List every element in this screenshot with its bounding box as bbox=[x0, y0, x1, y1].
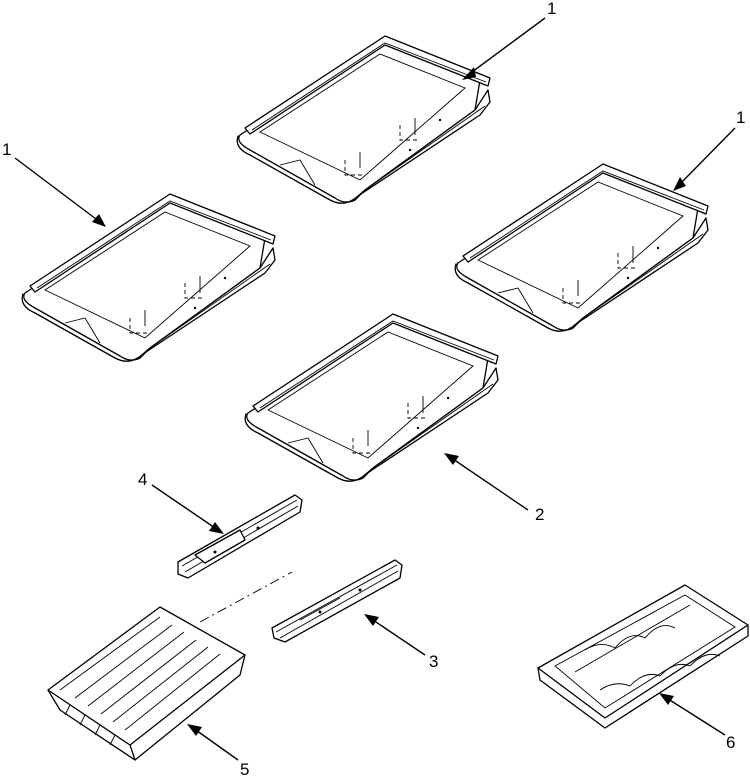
callout-3: 3 bbox=[429, 652, 438, 671]
shelf-left bbox=[21, 193, 276, 362]
shelf-top-center bbox=[236, 35, 491, 204]
leader-4 bbox=[151, 484, 219, 531]
slide-rail-upper bbox=[177, 494, 303, 579]
leader-1-right bbox=[677, 127, 736, 187]
slide-rail-lower bbox=[271, 559, 403, 643]
arrowhead-5 bbox=[187, 724, 202, 736]
callout-4: 4 bbox=[138, 470, 147, 489]
arrowhead-3 bbox=[364, 614, 379, 626]
leader-3 bbox=[369, 617, 426, 656]
alignment-centerline bbox=[199, 571, 293, 623]
leader-5 bbox=[192, 727, 239, 761]
shelf-right bbox=[454, 163, 709, 332]
callout-5: 5 bbox=[240, 760, 249, 777]
molded-egg-tray bbox=[537, 584, 749, 729]
leader-1-top bbox=[467, 17, 546, 76]
leader-6 bbox=[664, 696, 726, 736]
shelf-center-lower bbox=[244, 313, 499, 482]
arrowhead-6 bbox=[659, 693, 674, 705]
arrowhead-4 bbox=[209, 522, 224, 534]
leader-1-left bbox=[14, 157, 101, 223]
arrowhead-1-top bbox=[462, 67, 476, 80]
callout-1-top: 1 bbox=[547, 0, 556, 18]
arrowhead-1-right bbox=[673, 177, 686, 191]
leader-2 bbox=[449, 456, 529, 511]
arrowhead-1-left bbox=[92, 214, 106, 227]
callout-2: 2 bbox=[535, 505, 544, 524]
arrowhead-2 bbox=[444, 453, 459, 465]
wire-basket bbox=[47, 606, 246, 761]
callout-1-left: 1 bbox=[2, 140, 11, 159]
callout-6: 6 bbox=[726, 733, 735, 752]
callout-1-right: 1 bbox=[736, 108, 745, 127]
